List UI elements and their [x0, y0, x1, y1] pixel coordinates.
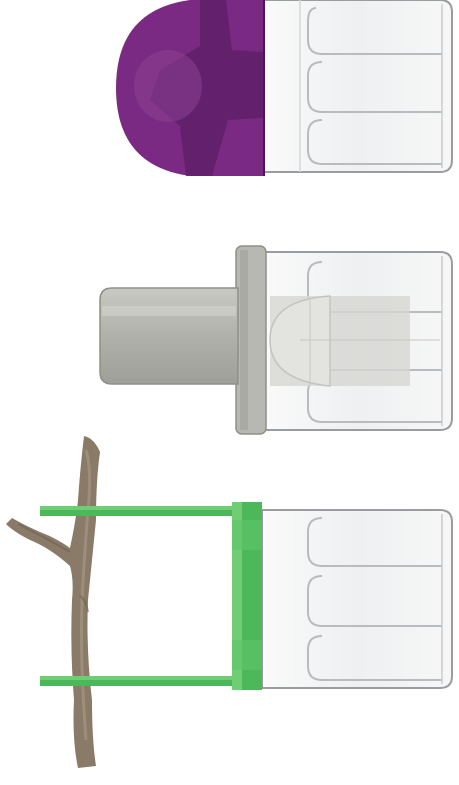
purple-cap-icon [116, 0, 264, 176]
green-bracket-assembly [6, 436, 452, 768]
purple-cap-assembly [116, 0, 452, 176]
gray-plug-assembly [100, 246, 452, 434]
vial-body-middle [264, 252, 452, 430]
gray-flange [236, 246, 266, 434]
twig-icon [6, 436, 100, 768]
vial-body-top [262, 0, 452, 172]
vial-body-bottom [262, 510, 452, 688]
gray-plug-icon [100, 288, 238, 384]
